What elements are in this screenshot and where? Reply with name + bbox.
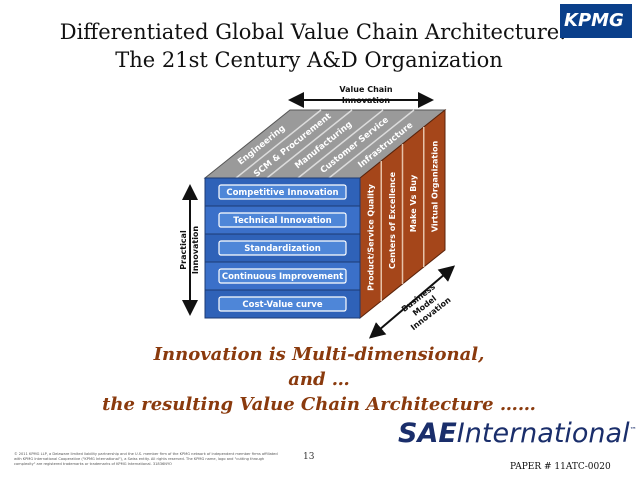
front-row-label: Standardization <box>244 244 321 254</box>
front-row-label: Technical Innovation <box>233 216 331 226</box>
side-column-label: Make Vs Buy <box>409 174 418 232</box>
sae-logo-bold: SAE <box>398 418 457 449</box>
front-row-label: Continuous Improvement <box>222 272 343 282</box>
slide-title-line2: The 21st Century A&D Organization <box>115 48 503 72</box>
page-number: 13 <box>303 452 315 462</box>
front-row-box <box>218 268 347 284</box>
tagline-line1: Innovation is Multi-dimensional, <box>153 344 485 365</box>
kpmg-logo: KPMG <box>560 4 632 38</box>
side-column-label: Virtual Organization <box>430 141 439 233</box>
sae-international-logo: SAEInternational™ <box>398 413 637 451</box>
front-row-box <box>218 212 347 228</box>
business-model-arrow <box>368 265 456 339</box>
tagline-line3: the resulting Value Chain Architecture …… <box>102 394 536 415</box>
front-row-box <box>218 184 347 200</box>
value-chain-label-line1: Value Chain <box>339 85 393 94</box>
tagline-line2: and … <box>288 369 350 390</box>
slide-title-line1: Differentiated Global Value Chain Archit… <box>59 20 567 44</box>
side-column-label: Product/Service Quality <box>367 183 376 290</box>
value-chain-label-line2: Innovation <box>342 96 391 105</box>
sae-logo-trademark: ™ <box>629 426 637 434</box>
top-column-divider <box>297 109 384 179</box>
paper-id: PAPER # 11ATC-0020 <box>510 462 611 472</box>
front-row-label: Competitive Innovation <box>226 188 338 198</box>
top-column-divider <box>235 109 322 179</box>
practical-innovation-label-line2: Innovation <box>191 226 200 275</box>
kpmg-logo-text: KPMG <box>564 10 624 31</box>
front-row-label: Cost-Value curve <box>242 300 322 310</box>
sae-logo-text: International <box>456 418 630 449</box>
top-column-divider <box>266 109 353 179</box>
legal-footer: © 2011 KPMG LLP, a Delaware limited liab… <box>14 452 278 466</box>
front-row-box <box>218 296 347 312</box>
top-column-divider <box>328 109 415 179</box>
side-column-label: Centers of Excellence <box>388 171 397 269</box>
practical-innovation-label-line1: Practical <box>179 230 188 270</box>
front-row-box <box>218 240 347 256</box>
